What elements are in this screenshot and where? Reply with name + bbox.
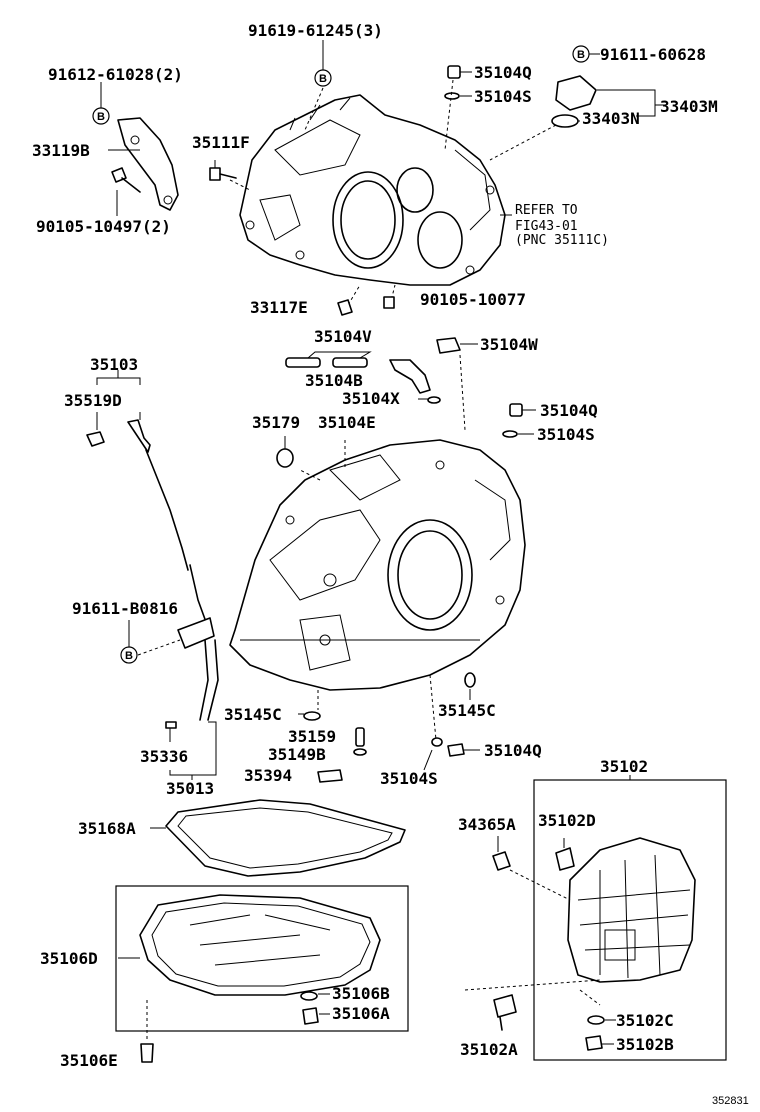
part-label-35106B[interactable]: 35106B [332,984,390,1003]
svg-text:B: B [577,49,585,61]
refer-note-line2: FIG43-01 [515,219,578,234]
part-label-35106D[interactable]: 35106D [40,949,98,968]
elbow-fitting-part[interactable] [389,359,431,394]
part-label-35111F[interactable]: 35111F [192,133,250,152]
part-label-35104S-low[interactable]: 35104S [380,769,438,788]
svg-text:B: B [125,650,133,662]
part-label-35102D[interactable]: 35102D [538,811,596,830]
oil-pan-group-box [115,885,409,1032]
o-ring-part[interactable] [427,396,441,404]
part-label-35145C-left[interactable]: 35145C [224,705,282,724]
part-label-35179[interactable]: 35179 [252,413,300,432]
part-label-91611-60628[interactable]: 91611-60628 [600,45,706,64]
plug-part[interactable] [447,65,461,79]
transmission-case[interactable] [229,439,526,691]
o-ring-part[interactable] [431,737,443,747]
part-label-35013[interactable]: 35013 [166,779,214,798]
drain-plug-part[interactable] [300,991,319,1025]
part-label-35104E[interactable]: 35104E [318,413,376,432]
part-label-35104S-top[interactable]: 35104S [474,87,532,106]
plug-part[interactable] [447,743,465,757]
plug-part[interactable] [436,337,461,354]
part-label-35103[interactable]: 35103 [90,355,138,374]
part-label-35104W[interactable]: 35104W [480,335,538,354]
part-label-35102B[interactable]: 35102B [616,1035,674,1054]
part-label-35145C-right[interactable]: 35145C [438,701,496,720]
bolt-part[interactable] [209,167,237,181]
part-label-35106E[interactable]: 35106E [60,1051,118,1070]
part-label-35149B[interactable]: 35149B [268,745,326,764]
part-label-35104Q-low[interactable]: 35104Q [484,741,542,760]
pipe-part[interactable] [285,357,368,368]
transaxle-housing[interactable] [239,94,506,286]
bolt-part[interactable] [140,1043,154,1063]
clip-part[interactable] [86,431,105,447]
refer-note-line1: REFER TO [515,203,578,218]
part-label-35104V[interactable]: 35104V [314,327,372,346]
part-label-35104S-mid[interactable]: 35104S [537,425,595,444]
part-label-91612-61028[interactable]: 91612-61028(2) [48,65,183,84]
part-label-91611-B0816[interactable]: 91611-B0816 [72,599,178,618]
part-label-35102A[interactable]: 35102A [460,1040,518,1059]
bolt-b-icon: B [572,45,590,63]
part-label-91619-61245[interactable]: 91619-61245(3) [248,21,383,40]
plug-part[interactable] [509,403,523,417]
part-label-90105-10497[interactable]: 90105-10497(2) [36,217,171,236]
pin-part[interactable] [165,721,177,729]
bolt-b-icon: B [92,107,110,125]
strainer-part[interactable] [317,769,343,783]
dipstick-part[interactable] [127,419,207,623]
part-label-35519D[interactable]: 35519D [64,391,122,410]
o-ring-part[interactable] [502,430,518,438]
bolt-b-icon: B [120,646,138,664]
part-label-33119B[interactable]: 33119B [32,141,90,160]
part-label-33403N[interactable]: 33403N [582,109,640,128]
part-label-34365A[interactable]: 34365A [458,815,516,834]
part-label-35168A[interactable]: 35168A [78,819,136,838]
plug-part[interactable] [464,672,476,688]
oil-filler-tube-part[interactable] [177,617,219,721]
o-ring-part[interactable] [303,711,321,721]
plug-part[interactable] [276,448,294,468]
bolt-part[interactable] [337,299,353,316]
part-label-35104Q-mid[interactable]: 35104Q [540,401,598,420]
bolt-part[interactable] [585,1035,603,1051]
valve-body-part[interactable] [567,837,696,983]
part-label-35104Q-top[interactable]: 35104Q [474,63,532,82]
part-label-35336[interactable]: 35336 [140,747,188,766]
bolt-part[interactable] [493,994,517,1031]
refer-note-line3: (PNC 35111C) [515,233,609,248]
part-label-90105-10077[interactable]: 90105-10077 [420,290,526,309]
part-label-35102C[interactable]: 35102C [616,1011,674,1030]
part-label-35106A[interactable]: 35106A [332,1004,390,1023]
part-label-33117E[interactable]: 33117E [250,298,308,317]
part-label-35102[interactable]: 35102 [600,757,648,776]
nut-part[interactable] [492,851,511,871]
oil-pan-part[interactable] [139,894,381,996]
filter-part[interactable] [555,847,575,871]
o-ring-part[interactable] [444,92,460,100]
part-label-35104B[interactable]: 35104B [305,371,363,390]
part-label-35394[interactable]: 35394 [244,766,292,785]
part-label-33403M[interactable]: 33403M [660,97,718,116]
o-ring-part[interactable] [587,1015,605,1025]
oil-pan-gasket-part[interactable] [165,799,406,877]
bolt-b-icon: B [314,69,332,87]
part-label-35159[interactable]: 35159 [288,727,336,746]
tube-part[interactable] [355,727,365,747]
svg-text:B: B [319,73,327,85]
bolt-part[interactable] [111,167,141,193]
svg-text:B: B [97,111,105,123]
bolt-part[interactable] [383,296,395,309]
bracket-part[interactable] [117,117,179,211]
part-label-35104X[interactable]: 35104X [342,389,400,408]
figure-number: 352831 [712,1095,749,1107]
o-ring-part[interactable] [353,748,367,756]
